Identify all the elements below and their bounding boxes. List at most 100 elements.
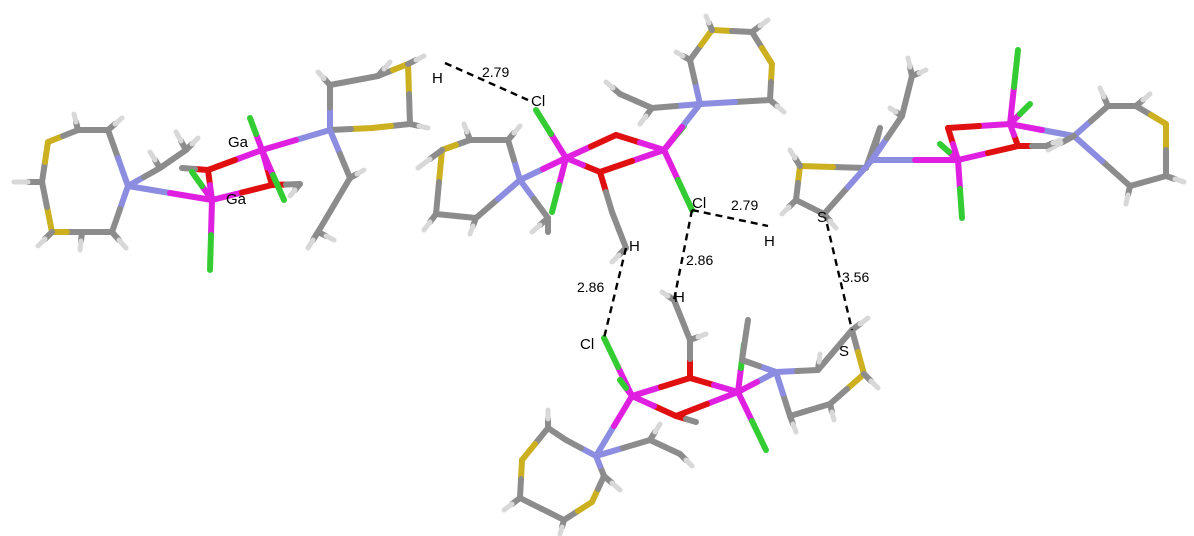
- bond-segment: [511, 157, 523, 183]
- bond-segment: [39, 179, 50, 210]
- bond-segment: [105, 127, 121, 161]
- bond-segment: [354, 167, 367, 177]
- bond-segment: [1097, 85, 1107, 100]
- bond-segment: [652, 421, 663, 435]
- bond-segment: [1172, 176, 1187, 185]
- bond-segment: [729, 28, 755, 35]
- bond-segment: [830, 164, 869, 171]
- bond-segment: [189, 169, 205, 189]
- bond-segment: [1071, 133, 1105, 164]
- bond-segment: [557, 524, 565, 536]
- atom-label-ga-top: Ga: [228, 134, 249, 151]
- distance-label-cl-h-middle: 2.86: [686, 252, 713, 268]
- atom-label-h-center-mid: H: [674, 289, 685, 306]
- bond-segment: [884, 113, 905, 141]
- bond-segment: [613, 132, 643, 146]
- bond-segment: [209, 189, 245, 203]
- contact-line-s-s: [825, 223, 854, 331]
- bond-segment: [173, 129, 184, 144]
- bond-segment: [405, 61, 412, 97]
- bond-segment: [287, 187, 298, 199]
- bond-segment: [904, 73, 915, 99]
- distance-label-cl-h-right: 2.79: [731, 197, 758, 213]
- bond-segment: [453, 213, 479, 221]
- bond-segment: [704, 389, 741, 407]
- atom-label-cl-bottom: Cl: [580, 336, 594, 353]
- bond-segment: [603, 189, 615, 215]
- bond-segment: [179, 165, 198, 172]
- bond-segment: [232, 147, 265, 163]
- bond-segment: [742, 317, 751, 343]
- bond-segment: [683, 457, 695, 469]
- bond-segment: [259, 147, 276, 178]
- bond-segment: [1127, 178, 1151, 189]
- bond-segment: [511, 123, 523, 136]
- bond-segment: [141, 165, 163, 180]
- bond-segment: [749, 418, 769, 453]
- contact-lines: [444, 61, 854, 339]
- atom-label-s-bottom: S: [839, 343, 849, 360]
- bond-segment: [39, 159, 48, 185]
- bond-segment: [661, 124, 685, 153]
- distance-label-h-cl-left: 2.86: [577, 279, 604, 295]
- bond-segment: [709, 27, 735, 34]
- bond-segment: [588, 132, 619, 150]
- bond-segment: [774, 103, 787, 115]
- atom-label-ga-bottom: Ga: [226, 191, 247, 208]
- bond-segment: [167, 190, 215, 203]
- bond-segment: [369, 123, 394, 131]
- bond-segment: [617, 377, 629, 391]
- bond-segment: [517, 177, 537, 202]
- bond-segment: [323, 233, 337, 243]
- bond-segment: [580, 162, 603, 175]
- bond-segment: [77, 238, 84, 253]
- bond-segment: [293, 127, 333, 143]
- bond-segment: [870, 125, 883, 151]
- bond-segment: [1007, 121, 1045, 133]
- bond-segment: [239, 182, 275, 196]
- bond-segment: [905, 55, 913, 70]
- bond-segment: [845, 157, 875, 190]
- bond-segment: [501, 501, 515, 513]
- bond-segment: [505, 137, 517, 163]
- bond-segment: [790, 421, 799, 435]
- bond-segment: [916, 67, 929, 76]
- bond-segment: [593, 445, 626, 459]
- bond-segment: [749, 29, 765, 51]
- bond-segment: [869, 135, 890, 163]
- bond-segment: [687, 42, 704, 63]
- bond-segment: [1007, 84, 1017, 127]
- bond-segment: [739, 357, 762, 369]
- contact-line-cl-h-middle: [672, 209, 694, 301]
- bond-segment: [844, 371, 867, 392]
- bond-segment: [71, 111, 79, 125]
- atom-label-s-right: S: [817, 209, 827, 226]
- bond-segment: [797, 163, 836, 170]
- bond-segment: [671, 297, 685, 323]
- bond-segment: [518, 457, 525, 482]
- bond-segment: [563, 155, 586, 168]
- bond-segment: [1123, 192, 1131, 207]
- bond-segment: [433, 179, 442, 217]
- bond-segment: [675, 177, 695, 213]
- bond-segment: [757, 17, 771, 29]
- bond-segment: [533, 107, 554, 137]
- bond-segment: [735, 365, 744, 395]
- bond-segment: [679, 317, 693, 343]
- bond-segment: [433, 211, 459, 219]
- contact-line-h-cl-top: [444, 61, 529, 102]
- bond-segment: [125, 183, 173, 196]
- bond-segment: [779, 204, 792, 217]
- atom-label-h-top: H: [432, 70, 443, 87]
- bond-segment: [331, 175, 353, 208]
- bond-segment: [467, 223, 476, 237]
- bond-segment: [112, 115, 125, 127]
- bond-segment: [649, 103, 679, 111]
- bond-segment: [887, 105, 899, 115]
- bond-segment: [1071, 118, 1094, 139]
- bond-layer: [11, 13, 1187, 536]
- bond-segment: [207, 232, 214, 273]
- bond-segment: [703, 13, 712, 26]
- bond-segment: [601, 335, 621, 370]
